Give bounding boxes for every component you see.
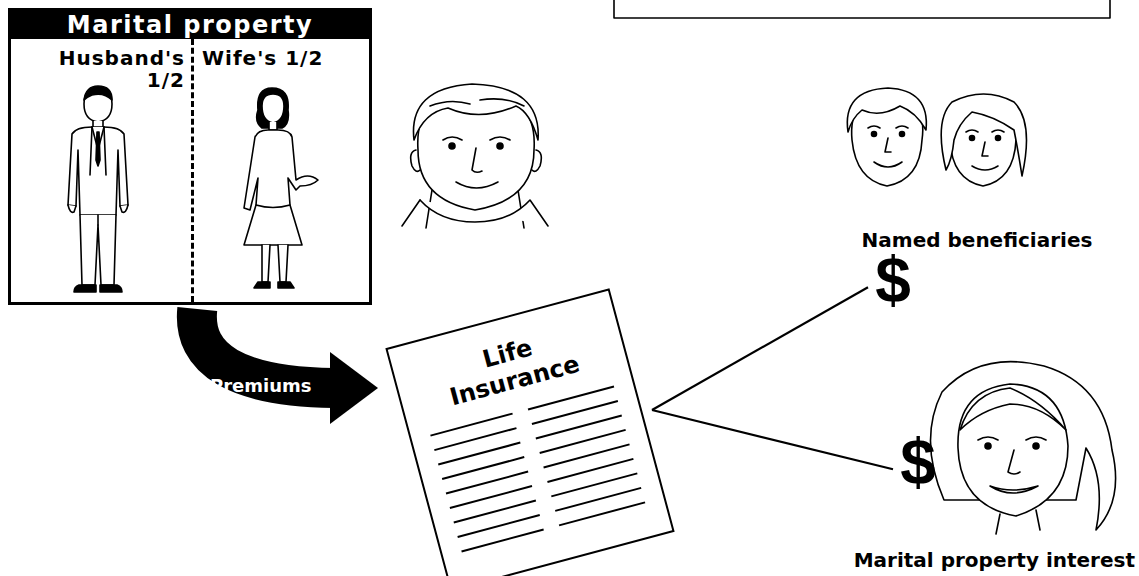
man-figure [68,86,128,292]
document-sheet [387,289,674,576]
share-label: Wife's 1/2 [202,47,367,69]
text-line [559,502,645,525]
group-label: Named beneficiaries [810,228,1139,252]
dollar-sign: $ [891,432,945,494]
man-face [402,84,548,228]
wife-half: Wife's 1/2 [191,39,369,302]
payout-line [652,287,868,410]
payout-line [652,410,893,469]
connector-line [652,287,868,410]
woman-figure [244,88,318,288]
connector-line [652,410,893,469]
premium-arrow [197,309,378,424]
woman-face [930,362,1115,534]
dollar-sign-text: $ [866,250,920,310]
dollar-sign-text: $ [891,432,945,492]
document-outline [380,285,680,576]
husband-half: Husband's 1/2 [11,39,191,302]
empty-frame [614,0,1110,18]
share-label: Husband's 1/2 [20,47,185,91]
text-line [462,530,544,552]
children-faces [847,88,1026,186]
life-insurance-document: Life Insurance [380,285,680,576]
arrow-label: Premiums [210,374,312,398]
arrow-head [330,352,378,424]
box-heading: Marital property [11,11,369,39]
document-page [387,289,674,576]
marital-property-box: Marital propertyHusband's 1/2 Wife's 1/2 [8,8,372,305]
group-label: Marital property interest [760,548,1135,572]
dollar-sign: $ [866,250,920,312]
